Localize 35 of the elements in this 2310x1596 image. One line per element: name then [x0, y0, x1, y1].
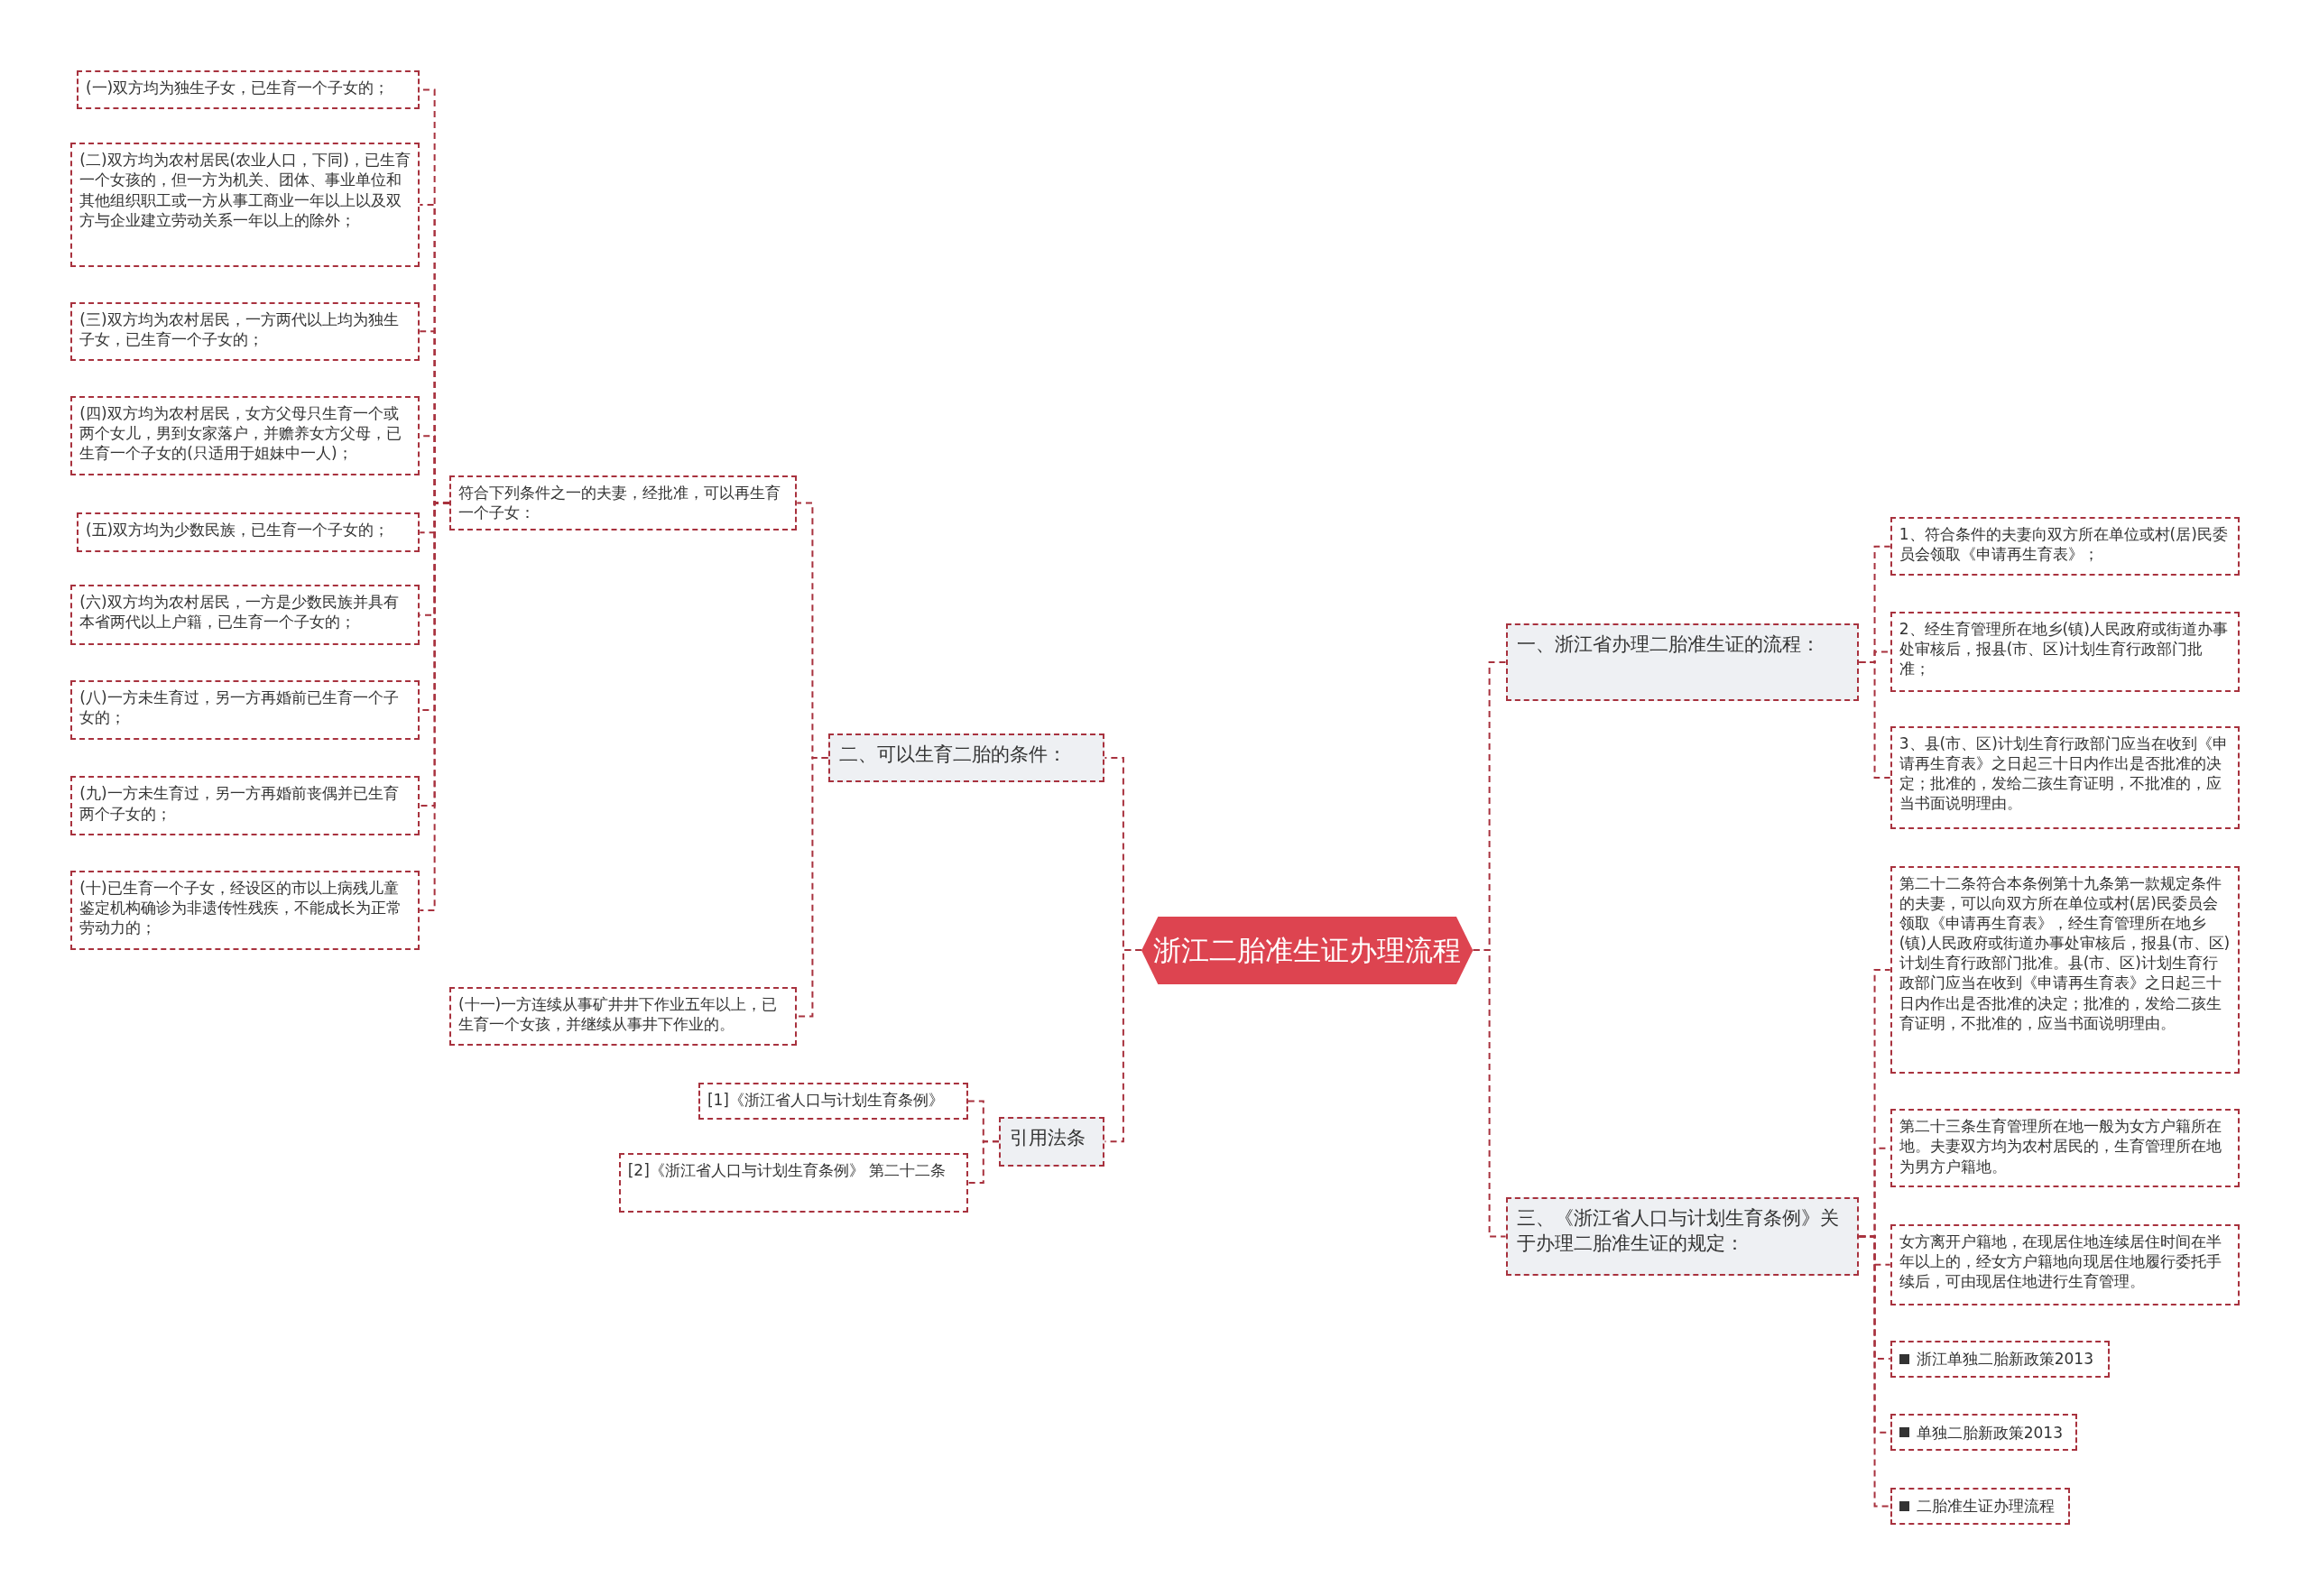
connector [1858, 1235, 1891, 1508]
link-text: 浙江单独二胎新政策2013 [1916, 1349, 2093, 1370]
text-box: 3、县(市、区)计划生育行政部门应当在收到《申请再生育表》之日起三十日内作出是否批准的决定；批准的，发给二孩生育证明，不批准的，应当书面说明理由。 [1890, 725, 2240, 830]
text-box: (四)双方均为农村居民，女方父母只生育一个或两个女儿，男到女家落户，并赡养女方父母，已生育一个子女的(只适用于姐妹中一人)； [70, 396, 420, 476]
text-box: (三)双方均为农村居民，一方两代以上均为独生子女，已生育一个子女的； [70, 301, 420, 361]
text-box: 第二十三条生育管理所在地一般为女方户籍所在地。夫妻双方均为农村居民的，生育管理所在地为男方户籍地。 [1890, 1109, 2240, 1187]
topic-box: 二、可以生育二胎的条件： [827, 733, 1105, 782]
text-box: (十一)一方连续从事矿井井下作业五年以上，已生育一个女孩，并继续从事井下作业的。 [448, 986, 798, 1047]
central-topic: 浙江二胎准生证办理流程 [1141, 916, 1474, 984]
text-box: 符合下列条件之一的夫妻，经批准，可以再生育一个子女： [448, 475, 798, 530]
link-box [1890, 1340, 2110, 1378]
text-box: (五)双方均为少数民族，已生育一个子女的； [76, 512, 420, 553]
text-box: 女方离开户籍地，在现居住地连续居住时间在半年以上的，经女方户籍地向现居住地履行委托手续后，可由现居住地进行生育管理。 [1890, 1223, 2240, 1305]
text-box: 第二十二条符合本条例第十九条第一款规定条件的夫妻，可以向双方所在单位或村(居)民委员会领取《申请再生育表》，经生育管理所在地乡(镇)人民政府或街道办事处审核后，报县(市、区)计划生育行政部门批准。县(市、区)计划生育行政部门应当在收到《申请再生育表》之日起三十日内作出是否批准的决定；批准的，发给二孩生育证明，不批准的，应当书面说明理由。 [1890, 866, 2240, 1075]
text-box: (八)一方未生育过，另一方再婚前已生育一个子女的； [70, 680, 420, 740]
topic-box: 引用法条 [998, 1116, 1105, 1167]
connector [1472, 949, 1507, 1238]
text-box: (十)已生育一个子女，经设区的市以上病残儿童鉴定机构确诊为非遗传性残疾，不能成长为正常劳动力的； [70, 870, 420, 951]
text-box: (一)双方均为独生子女，已生育一个子女的； [76, 70, 420, 109]
connector [796, 757, 829, 1018]
connector [966, 1140, 1000, 1184]
text-box: [2]《浙江省人口与计划生育条例》 第二十二条 [618, 1153, 968, 1213]
link-text: 单独二胎新政策2013 [1916, 1422, 2063, 1443]
text-box: (九)一方未生育过，另一方再婚前丧偶并已生育两个子女的； [70, 776, 420, 835]
text-box: 2、经生育管理所在地乡(镇)人民政府或街道办事处审核后，报县(市、区)计划生育行政部门批准； [1890, 611, 2240, 693]
topic-box: 三、《浙江省人口与计划生育条例》关于办理二胎准生证的规定： [1505, 1197, 1860, 1276]
text-box: (二)双方均为农村居民(农业人口，下同)，已生育一个女孩的，但一方为机关、团体、事业单位和其他组织职工或一方从事工商业一年以上以及双方与企业建立劳动关系一年以上的除外； [70, 143, 420, 267]
link-box [1890, 1414, 2078, 1452]
connector [1858, 660, 1891, 780]
text-box: [1]《浙江省人口与计划生育条例》 [698, 1083, 968, 1120]
link-box [1890, 1487, 2070, 1525]
text-box: 1、符合条件的夫妻向双方所在单位或村(居)民委员会领取《申请再生育表》； [1890, 517, 2240, 577]
topic-box: 一、浙江省办理二胎准生证的流程： [1505, 623, 1860, 702]
link-text: 二胎准生证办理流程 [1916, 1496, 2055, 1517]
text-box: (六)双方均为农村居民，一方是少数民族并具有本省两代以上户籍，已生育一个子女的； [70, 585, 420, 646]
